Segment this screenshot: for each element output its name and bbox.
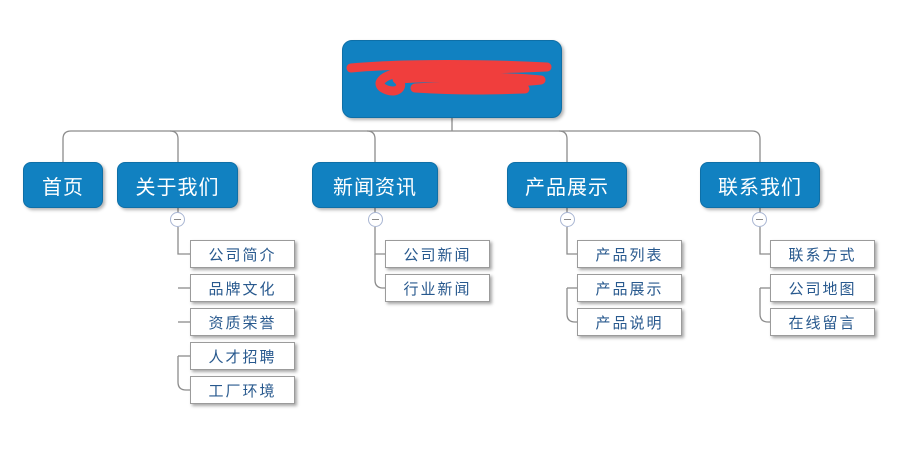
- topic-node-contact[interactable]: 联系我们: [700, 162, 820, 208]
- topic-node-home[interactable]: 首页: [23, 162, 103, 208]
- redaction-scribble-icon: [346, 60, 552, 96]
- subtopic-node[interactable]: 在线留言: [770, 308, 875, 336]
- subtopic-label: 在线留言: [788, 315, 857, 332]
- subtopic-node[interactable]: 产品说明: [577, 308, 682, 336]
- topic-node-about[interactable]: 关于我们: [117, 162, 238, 208]
- minus-icon: [756, 219, 763, 220]
- topic-node-news[interactable]: 新闻资讯: [312, 162, 438, 208]
- collapse-toggle-news[interactable]: [368, 212, 383, 227]
- subtopic-node[interactable]: 产品列表: [577, 240, 682, 268]
- topic-node-products[interactable]: 产品展示: [507, 162, 627, 208]
- subtopic-node[interactable]: 公司新闻: [385, 240, 490, 268]
- subtopic-node[interactable]: 公司地图: [770, 274, 875, 302]
- topic-label: 首页: [42, 176, 84, 199]
- minus-icon: [564, 219, 571, 220]
- subtopic-node[interactable]: 产品展示: [577, 274, 682, 302]
- subtopic-node[interactable]: 工厂环境: [190, 376, 295, 404]
- subtopic-label: 产品说明: [595, 315, 664, 332]
- subtopic-label: 工厂环境: [208, 383, 277, 400]
- topic-label: 产品展示: [525, 176, 609, 199]
- subtopic-node[interactable]: 联系方式: [770, 240, 875, 268]
- subtopic-label: 品牌文化: [208, 281, 277, 298]
- topic-label: 关于我们: [135, 176, 220, 199]
- subtopic-node[interactable]: 品牌文化: [190, 274, 295, 302]
- root-topic-node[interactable]: [342, 40, 562, 118]
- topic-label: 新闻资讯: [333, 176, 417, 199]
- subtopic-label: 公司地图: [788, 281, 857, 298]
- subtopic-node[interactable]: 人才招聘: [190, 342, 295, 370]
- subtopic-node[interactable]: 公司简介: [190, 240, 295, 268]
- subtopic-label: 公司新闻: [403, 247, 472, 264]
- subtopic-label: 产品展示: [595, 281, 664, 298]
- topic-label: 联系我们: [718, 176, 802, 199]
- collapse-toggle-contact[interactable]: [752, 212, 767, 227]
- subtopic-node[interactable]: 资质荣誉: [190, 308, 295, 336]
- subtopic-label: 联系方式: [788, 247, 857, 264]
- minus-icon: [372, 219, 379, 220]
- minus-icon: [174, 219, 181, 220]
- subtopic-label: 产品列表: [595, 247, 664, 264]
- subtopic-label: 公司简介: [208, 247, 277, 264]
- subtopic-node[interactable]: 行业新闻: [385, 274, 490, 302]
- collapse-toggle-products[interactable]: [560, 212, 575, 227]
- subtopic-label: 人才招聘: [208, 349, 277, 366]
- collapse-toggle-about[interactable]: [170, 212, 185, 227]
- subtopic-label: 资质荣誉: [208, 315, 277, 332]
- subtopic-label: 行业新闻: [403, 281, 472, 298]
